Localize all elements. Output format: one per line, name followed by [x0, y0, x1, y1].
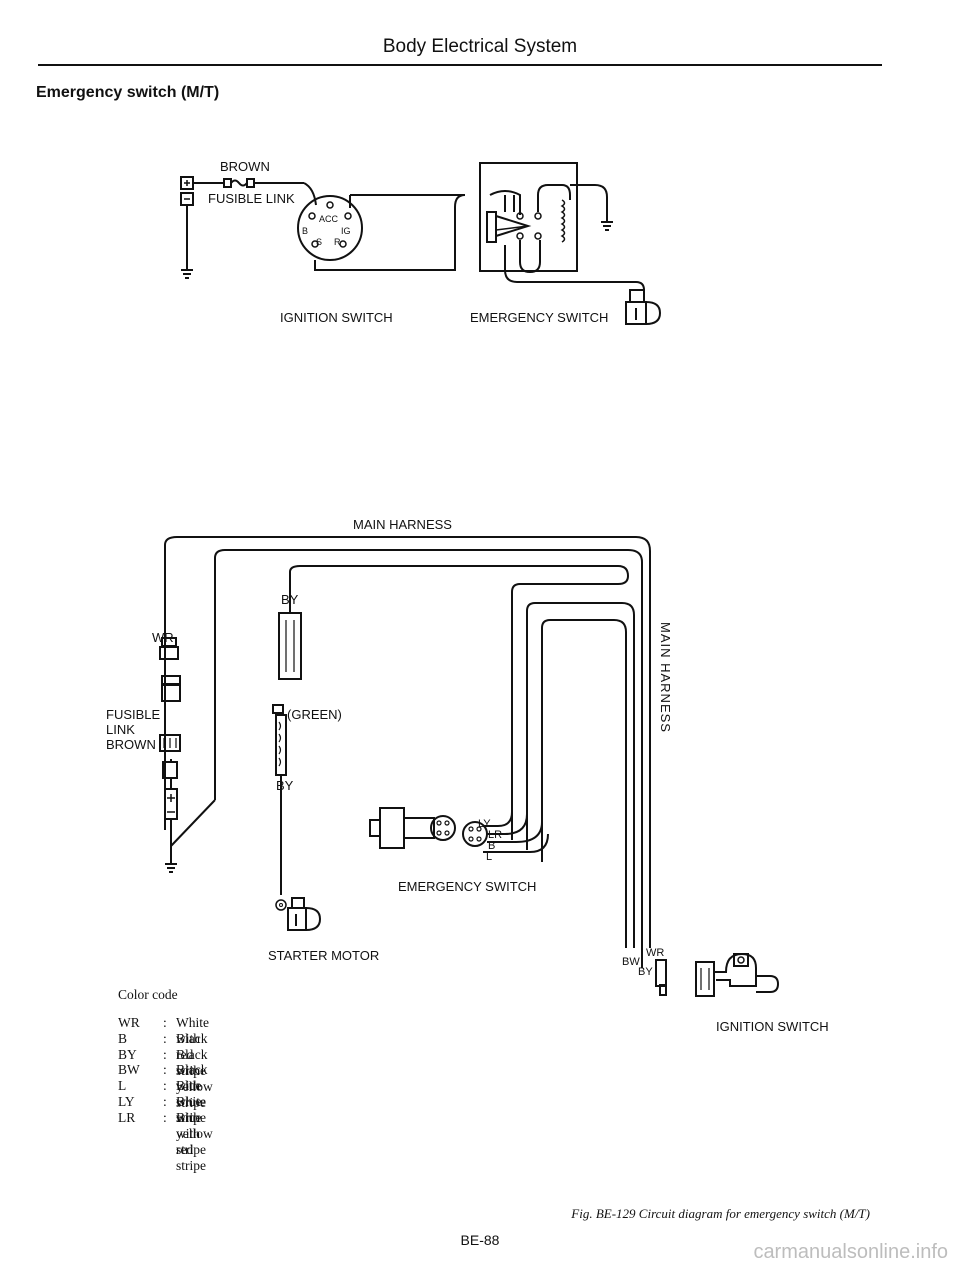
- wire-label-by-2: BY: [276, 778, 294, 793]
- color-code-abbrev: BW: [118, 1062, 140, 1078]
- color-code-description: Black with white stripe: [176, 1062, 208, 1126]
- emergency-switch-top: [479, 162, 645, 302]
- color-code-description: Black: [176, 1030, 208, 1046]
- ignition-switch-label-top: IGNITION SWITCH: [280, 310, 393, 325]
- link-label: LINK: [106, 722, 135, 737]
- wire-label-ly: LY: [478, 818, 491, 830]
- main-harness-vertical-label: MAIN HARNESS: [658, 622, 673, 733]
- emergency-switch-label-bottom: EMERGENCY SWITCH: [398, 879, 537, 894]
- emergency-switch-label-top: EMERGENCY SWITCH: [470, 310, 609, 325]
- color-code-separator: :: [163, 1078, 167, 1094]
- color-code-separator: :: [163, 1062, 167, 1078]
- color-code-separator: :: [163, 1030, 167, 1046]
- header-rule: [38, 64, 882, 66]
- figure-caption: Fig. BE-129 Circuit diagram for emergenc…: [571, 1206, 870, 1221]
- main-harness-outline: [164, 536, 651, 948]
- wire-label-by-3: BY: [638, 966, 653, 978]
- battery-symbol-top: [180, 176, 194, 279]
- color-code-title: Color code: [118, 987, 178, 1002]
- main-harness-label: MAIN HARNESS: [353, 517, 452, 532]
- emergency-switch-bottom: [369, 807, 549, 853]
- watermark: carmanualsonline.info: [753, 1241, 948, 1263]
- page-number: BE-88: [460, 1232, 500, 1248]
- fusible-label: FUSIBLE: [106, 707, 161, 722]
- color-code-separator: :: [163, 1094, 167, 1109]
- section-title: Emergency switch (M/T): [36, 84, 220, 101]
- ignition-switch-top: [297, 194, 466, 271]
- color-code-abbrev: BY: [118, 1046, 137, 1062]
- wire-label-l: L: [486, 851, 493, 863]
- color-code-abbrev: L: [118, 1078, 127, 1094]
- starter-motor-bottom-symbol: [287, 897, 322, 931]
- color-code-separator: :: [163, 1015, 167, 1030]
- color-code-abbrev: LY: [118, 1094, 135, 1109]
- ign-terminal-r: R: [334, 237, 341, 247]
- color-code-abbrev: LR: [118, 1109, 136, 1125]
- wire-label-bw: BW: [622, 956, 640, 968]
- starter-motor-top-symbol: [625, 289, 662, 325]
- connector-green-label: (GREEN): [287, 707, 342, 722]
- starter-motor-label: STARTER MOTOR: [268, 948, 380, 963]
- wire-label-wr: WR: [152, 630, 174, 645]
- color-code-separator: :: [163, 1109, 167, 1125]
- wire-label-b: B: [488, 840, 496, 852]
- color-code-separator: :: [163, 1046, 167, 1062]
- green-connector: [272, 588, 302, 911]
- color-code-description: Blue with yellow stripe: [176, 1094, 213, 1157]
- ignition-switch-bottom: [641, 948, 780, 997]
- color-code-abbrev: WR: [118, 1015, 140, 1030]
- color-code-description: Black with yellow stripe: [176, 1046, 213, 1110]
- wire-label-by: BY: [281, 592, 299, 607]
- page-header-title: Body Electrical System: [382, 36, 578, 57]
- ign-terminal-b: B: [302, 226, 309, 236]
- wire-label-brown-top: BROWN: [220, 159, 270, 174]
- ign-terminal-ig: IG: [341, 226, 351, 236]
- wire-label-lr: LR: [488, 829, 503, 841]
- ign-terminal-acc: ACC: [319, 214, 339, 224]
- color-code-description: Blue with red stripe: [176, 1109, 206, 1173]
- color-code-description: Blue: [176, 1078, 202, 1094]
- brown-label: BROWN: [106, 737, 156, 752]
- ign-terminal-s: S: [316, 237, 323, 247]
- color-code-abbrev: B: [118, 1030, 128, 1046]
- fusible-link-label-top: FUSIBLE LINK: [208, 191, 295, 206]
- ignition-switch-label-bottom: IGNITION SWITCH: [716, 1019, 829, 1034]
- battery-bottom: [159, 637, 216, 873]
- wire-label-wr-2: WR: [646, 947, 665, 959]
- color-code-description: White with red stripe: [176, 1015, 209, 1078]
- fusible-link-top: [193, 178, 317, 206]
